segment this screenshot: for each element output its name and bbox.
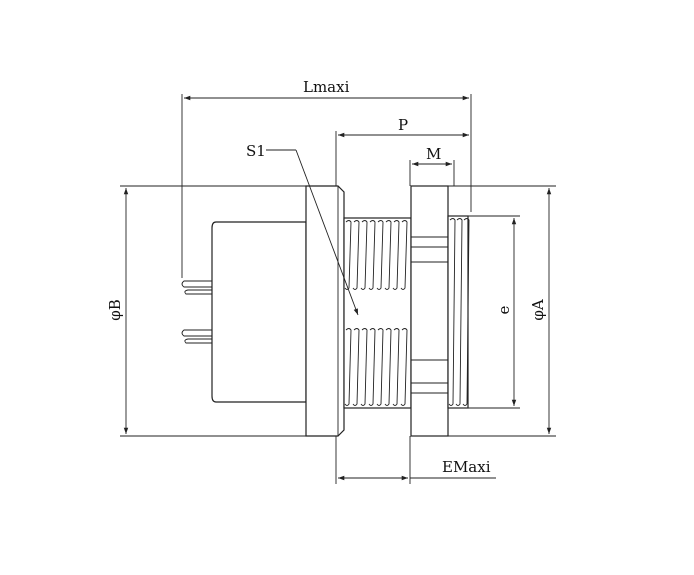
- front-thread-stub: [447, 215, 470, 409]
- thread-front: [448, 218, 470, 406]
- hex-nut: [410, 185, 449, 437]
- label-m: M: [426, 145, 441, 163]
- front-flange: [305, 185, 345, 437]
- threaded-shank: [343, 217, 412, 409]
- label-e: e: [495, 305, 513, 314]
- dimension-phi-a: φA: [448, 185, 556, 437]
- label-s1: S1: [246, 142, 266, 160]
- dimension-p: P: [335, 116, 469, 186]
- label-emax: EMaxi: [442, 458, 491, 476]
- label-phi-a: φA: [529, 299, 547, 321]
- thread-lower: [344, 328, 408, 406]
- thread-upper: [344, 220, 408, 290]
- callout-s1: S1: [246, 142, 359, 316]
- label-phi-b: φB: [106, 299, 124, 321]
- dimension-phi-b: φB: [106, 185, 306, 437]
- label-lmax: Lmaxi: [303, 78, 350, 96]
- contact-pins: [181, 280, 212, 344]
- dimension-emax: EMaxi: [335, 436, 496, 484]
- dimension-e: e: [468, 215, 520, 409]
- dimension-m: M: [409, 145, 455, 186]
- connector-body: [181, 185, 470, 437]
- label-p: P: [398, 116, 408, 134]
